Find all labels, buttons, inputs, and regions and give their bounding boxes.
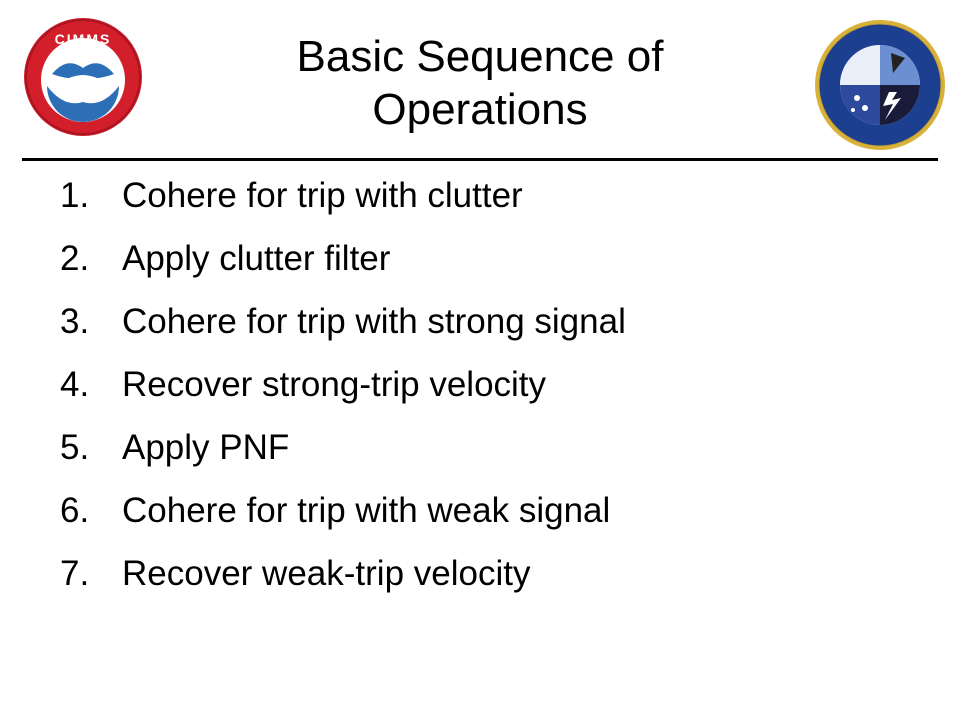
item-text: Cohere for trip with weak signal — [122, 491, 611, 530]
list-item: 1. Cohere for trip with clutter — [60, 176, 626, 216]
nssl-seal-icon — [815, 20, 945, 150]
item-number: 5. — [60, 428, 90, 467]
item-text: Cohere for trip with strong signal — [122, 302, 626, 341]
operations-list: 1. Cohere for trip with clutter 2. Apply c… — [60, 176, 626, 617]
list-item: 3. Cohere for trip with strong signal — [60, 302, 626, 342]
nssl-logo — [813, 18, 947, 152]
list-item: 7. Recover weak-trip velocity — [60, 554, 626, 594]
item-text: Recover weak-trip velocity — [122, 554, 531, 593]
item-number: 7. — [60, 554, 90, 593]
svg-text:CIMMS: CIMMS — [55, 31, 112, 47]
item-text: Recover strong-trip velocity — [122, 365, 547, 404]
item-number: 1. — [60, 176, 90, 215]
list-item: 6. Cohere for trip with weak signal — [60, 491, 626, 531]
item-number: 4. — [60, 365, 90, 404]
title-line-2: Operations — [372, 85, 588, 134]
item-text: Apply clutter filter — [122, 239, 391, 278]
cimms-logo: CIMMS — [22, 16, 144, 138]
list-item: 4. Recover strong-trip velocity — [60, 365, 626, 405]
title-line-1: Basic Sequence of — [296, 32, 664, 81]
item-text: Apply PNF — [122, 428, 290, 467]
item-text: Cohere for trip with clutter — [122, 176, 523, 215]
cimms-noaa-icon: CIMMS — [24, 18, 142, 136]
title-divider — [22, 158, 938, 161]
item-number: 2. — [60, 239, 90, 278]
item-number: 3. — [60, 302, 90, 341]
item-number: 6. — [60, 491, 90, 530]
list-item: 2. Apply clutter filter — [60, 239, 626, 279]
list-item: 5. Apply PNF — [60, 428, 626, 468]
slide-title: Basic Sequence of Operations — [170, 30, 790, 136]
